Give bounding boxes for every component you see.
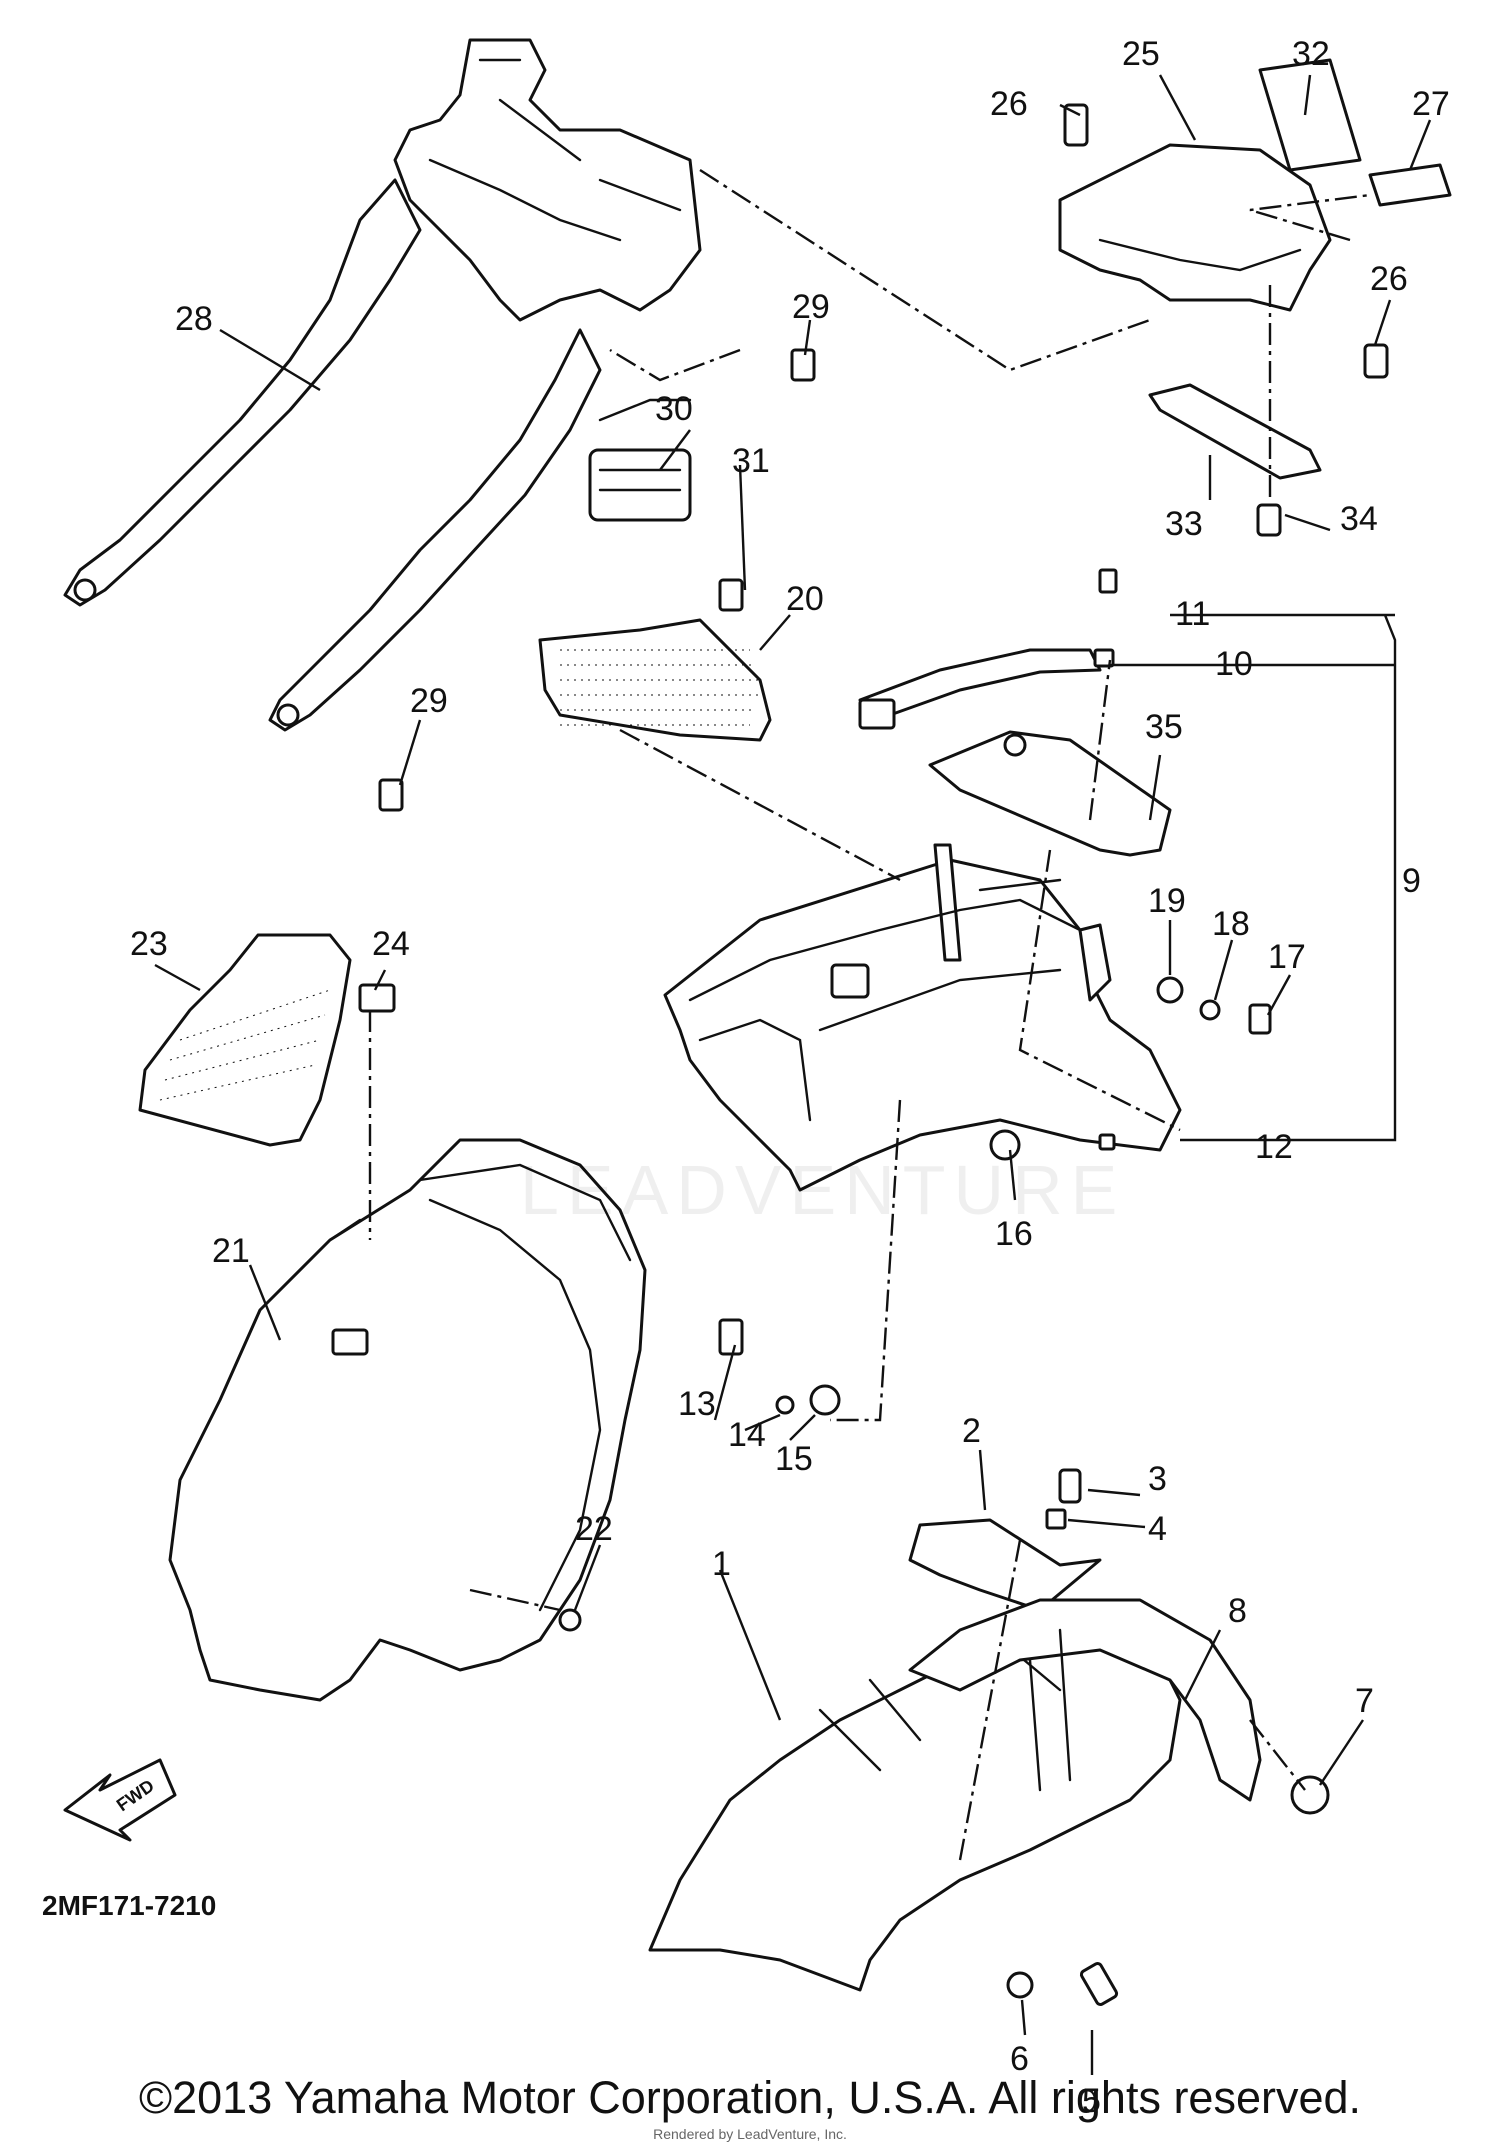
callout-3: 3 [1148, 1460, 1167, 1498]
part-seat-frame [63, 38, 702, 732]
callout-1: 1 [712, 1545, 731, 1583]
callout-12: 12 [1255, 1128, 1293, 1166]
callout-19: 19 [1148, 882, 1186, 920]
part-rear-fender [168, 1138, 647, 1702]
callout-22: 22 [575, 1510, 613, 1548]
callout-24: 24 [372, 925, 410, 963]
part-pad-and-strap [538, 618, 1172, 857]
part-hardware [378, 348, 1272, 1632]
callout-15: 15 [775, 1440, 813, 1478]
callout-33: 33 [1165, 505, 1203, 543]
callout-13: 13 [678, 1385, 716, 1423]
callout-18: 18 [1212, 905, 1250, 943]
callout-29-bottom: 29 [410, 682, 448, 720]
callout-30: 30 [655, 390, 693, 428]
forward-arrow-icon: FWD [63, 1758, 177, 1842]
callout-25: 25 [1122, 35, 1160, 73]
callout-7: 7 [1355, 1682, 1374, 1720]
callout-27: 27 [1412, 85, 1450, 123]
callout-28: 28 [175, 300, 213, 338]
callout-21: 21 [212, 1232, 250, 1270]
callout-20: 20 [786, 580, 824, 618]
callout-26-right: 26 [1370, 260, 1408, 298]
watermark: LEADVENTURE [520, 1151, 1126, 1229]
callout-5: 5 [1082, 2082, 1101, 2120]
callout-9: 9 [1402, 862, 1421, 900]
callout-labels: 1 2 3 4 5 6 7 8 9 10 11 12 13 14 15 16 1… [130, 35, 1450, 2120]
callout-23: 23 [130, 925, 168, 963]
callout-10: 10 [1215, 645, 1253, 683]
render-note: Rendered by LeadVenture, Inc. [653, 2126, 847, 2142]
part-mudflap [138, 933, 396, 1147]
callout-17: 17 [1268, 938, 1306, 976]
copyright-notice: ©2013 Yamaha Motor Corporation, U.S.A. A… [138, 2072, 1362, 2123]
callout-16: 16 [995, 1215, 1033, 1253]
callout-35: 35 [1145, 708, 1183, 746]
callout-34: 34 [1340, 500, 1378, 538]
callout-32: 32 [1292, 35, 1330, 73]
diagram-code: 2MF171-7210 [42, 1890, 217, 1921]
callout-6: 6 [1010, 2040, 1029, 2078]
callout-4: 4 [1148, 1510, 1167, 1548]
callout-26-top: 26 [990, 85, 1028, 123]
part-front-fender [648, 1468, 1330, 2006]
callout-31: 31 [732, 442, 770, 480]
callout-11: 11 [1175, 595, 1210, 633]
callout-2: 2 [962, 1412, 981, 1450]
callout-14: 14 [728, 1416, 766, 1454]
callout-8: 8 [1228, 1592, 1247, 1630]
part-rear-fender-inner [663, 843, 1182, 1192]
callout-29-top: 29 [792, 288, 830, 326]
part-tail-cover [1058, 58, 1452, 537]
leader-lines [154, 74, 1432, 2075]
